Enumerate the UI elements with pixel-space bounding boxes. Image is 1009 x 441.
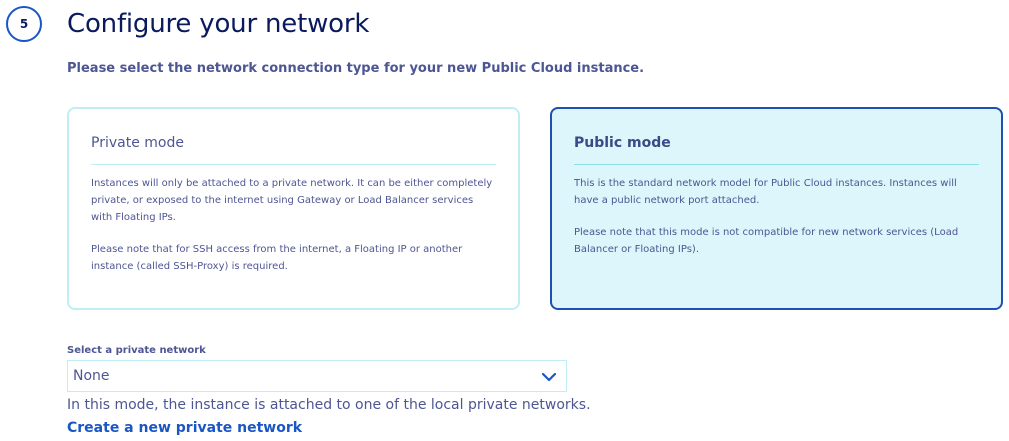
- public-mode-paragraph: Please note that this mode is not compat…: [574, 227, 959, 255]
- public-mode-card[interactable]: Public mode This is the standard network…: [550, 107, 1003, 310]
- card-divider: [574, 164, 979, 165]
- step-subtitle: Please select the network connection typ…: [67, 61, 645, 76]
- card-divider: [91, 164, 496, 165]
- private-mode-description: Instances will only be attached to a pri…: [91, 175, 496, 290]
- step-number-badge: 5: [6, 6, 42, 42]
- private-network-label: Select a private network: [67, 345, 206, 356]
- private-mode-title: Private mode: [91, 135, 184, 151]
- public-mode-title: Public mode: [574, 135, 671, 151]
- private-mode-paragraph: Please note that for SSH access from the…: [91, 244, 463, 272]
- private-network-help-text: In this mode, the instance is attached t…: [67, 397, 591, 413]
- public-mode-description: This is the standard network model for P…: [574, 175, 979, 273]
- create-private-network-link[interactable]: Create a new private network: [67, 420, 303, 436]
- private-mode-card[interactable]: Private mode Instances will only be atta…: [67, 107, 520, 310]
- private-network-selected-value: None: [73, 368, 110, 384]
- private-network-select[interactable]: None: [67, 360, 567, 392]
- private-mode-paragraph: Instances will only be attached to a pri…: [91, 178, 493, 223]
- chevron-down-icon: [541, 372, 557, 382]
- page-title: Configure your network: [67, 9, 370, 39]
- public-mode-paragraph: This is the standard network model for P…: [574, 178, 957, 206]
